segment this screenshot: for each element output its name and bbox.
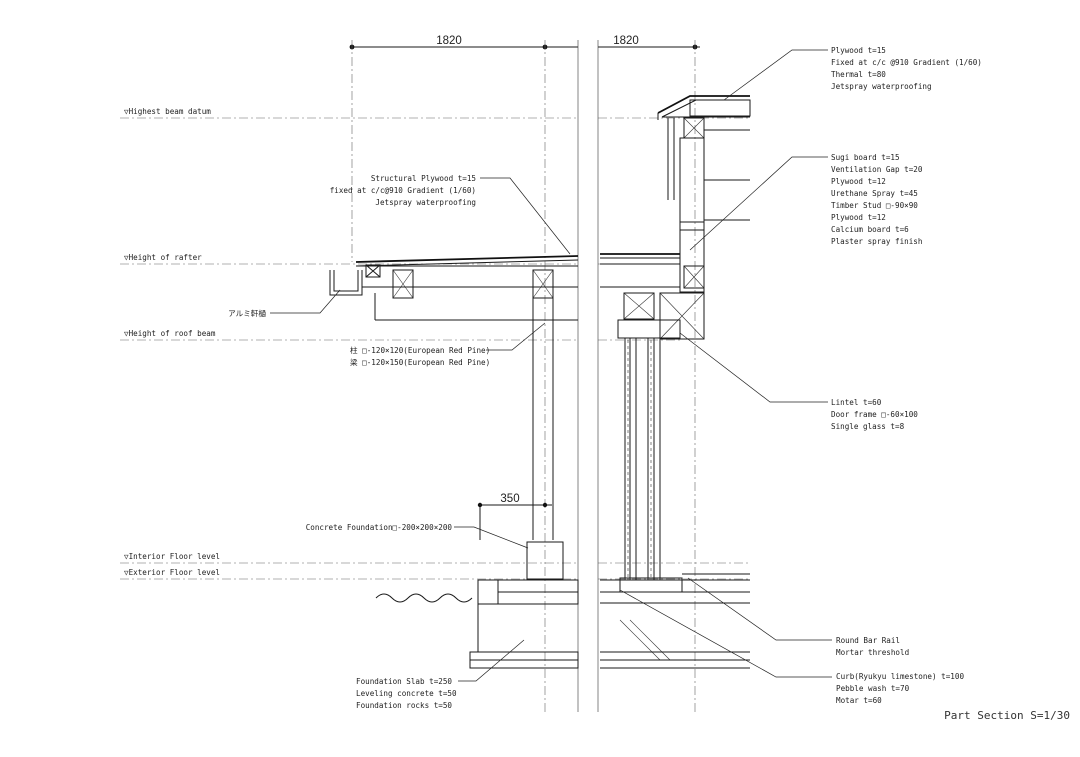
note-lintel: Lintel t=60 Door frame □-60×100 Single g… (831, 398, 918, 431)
note-line: Plywood t=12 (831, 213, 886, 222)
note-line: Jetspray waterproofing (375, 198, 476, 207)
level-roof-beam: ▽Height of roof beam (124, 329, 216, 338)
note-line: 梁 □-120×150(European Red Pine) (350, 358, 490, 367)
note-line: Single glass t=8 (831, 422, 905, 431)
note-concrete-foundation: Concrete Foundation□-200×200×200 (306, 523, 453, 532)
dimension-foundation: 350 (500, 493, 519, 505)
dimension-left-span: 1820 (436, 35, 462, 47)
note-line: Foundation rocks t=50 (356, 701, 452, 710)
note-round-bar: Round Bar Rail Mortar threshold (836, 636, 909, 657)
note-line: Mortar threshold (836, 648, 909, 657)
note-line: Structural Plywood t=15 (371, 174, 476, 183)
note-line: Door frame □-60×100 (831, 410, 918, 419)
roof-wall-right (600, 95, 751, 669)
note-line: Urethane Spray t=45 (831, 189, 918, 198)
note-column-beam: 柱 □-120×120(European Red Pine) 梁 □-120×1… (350, 345, 490, 367)
note-line: 柱 □-120×120(European Red Pine) (350, 345, 490, 355)
level-exterior-floor: ▽Exterior Floor level (124, 568, 220, 577)
level-interior-floor: ▽Interior Floor level (124, 552, 220, 561)
foundation-left: 350 (375, 493, 579, 669)
note-line: Leveling concrete t=50 (356, 689, 457, 698)
note-line: Foundation Slab t=250 (356, 677, 452, 686)
note-structural-plywood: Structural Plywood t=15 fixed at c/c@910… (330, 174, 476, 207)
note-line: Fixed at c/c @910 Gradient (1/60) (831, 58, 982, 67)
note-line: Ventilation Gap t=20 (831, 165, 923, 174)
note-line: Calcium board t=6 (831, 225, 909, 234)
note-line: Sugi board t=15 (831, 153, 900, 162)
level-highest-beam: ▽Highest beam datum (124, 107, 211, 116)
note-foundation-slab: Foundation Slab t=250 Leveling concrete … (356, 677, 457, 710)
note-line: Lintel t=60 (831, 398, 882, 407)
dimension-right-span: 1820 (613, 35, 639, 47)
scale-label: Part Section S=1/30 (944, 709, 1070, 722)
break-lines (577, 40, 599, 712)
note-line: Curb(Ryukyu limestone) t=100 (836, 672, 964, 681)
note-wall: Sugi board t=15 Ventilation Gap t=20 Ply… (831, 153, 923, 246)
level-rafter: ▽Height of rafter (124, 253, 202, 262)
note-roof-top: Plywood t=15 Fixed at c/c @910 Gradient … (831, 46, 982, 91)
note-line: Round Bar Rail (836, 636, 900, 645)
note-line: Jetspray waterproofing (831, 82, 932, 91)
note-line: Plywood t=15 (831, 46, 886, 55)
note-line: Pebble wash t=70 (836, 684, 910, 693)
level-labels: ▽Highest beam datum ▽Height of rafter ▽H… (124, 107, 220, 577)
dimension-top: 1820 1820 (349, 35, 700, 50)
note-line: Plaster spray finish (831, 237, 922, 246)
note-line: Plywood t=12 (831, 177, 886, 186)
note-line: Thermal t=80 (831, 70, 886, 79)
note-line: fixed at c/c@910 Gradient (1/60) (330, 186, 476, 195)
note-line: Timber Stud □-90×90 (831, 201, 918, 210)
note-curb: Curb(Ryukyu limestone) t=100 Pebble wash… (836, 672, 964, 705)
grid-lines (120, 40, 750, 712)
eave-roof (329, 255, 579, 540)
note-gutter: アルミ軒樋 (228, 308, 266, 318)
leader-lines (270, 49, 832, 682)
note-line: Motar t=60 (836, 696, 882, 705)
